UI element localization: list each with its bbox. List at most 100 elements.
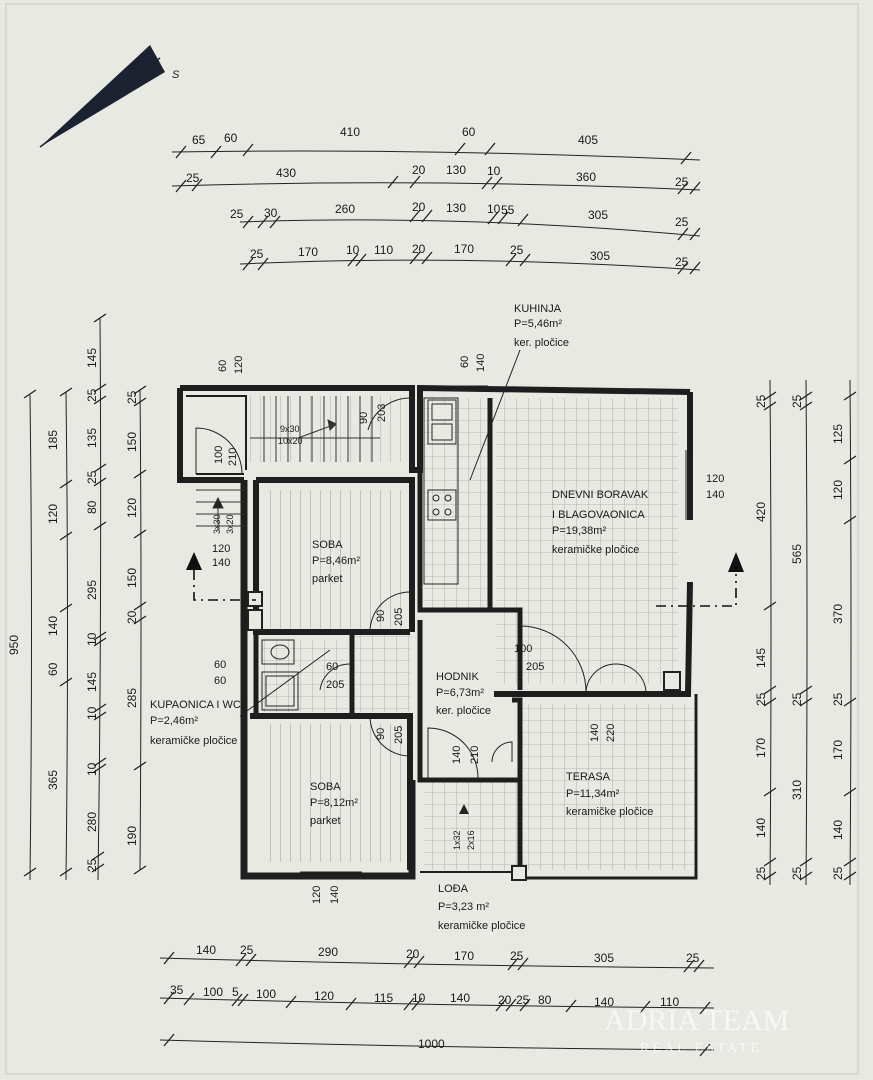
hodnik-name: HODNIK <box>436 671 479 683</box>
hodnik-door-w: 100 <box>514 643 532 655</box>
dim-top-1-5: 405 <box>578 133 598 147</box>
left-dimension-lines <box>29 317 142 881</box>
columns <box>247 591 681 881</box>
dim-top-1-1: 65 <box>192 133 206 147</box>
dim-bot-2-6: 115 <box>374 991 393 1005</box>
dim-right-c1-4: 25 <box>754 692 768 706</box>
terasa-name: TERASA <box>566 771 611 783</box>
dim-left-c3-1: 145 <box>85 348 99 368</box>
soba2-name: SOBA <box>310 781 341 793</box>
stair-door-w: 100 <box>213 446 225 464</box>
dim-bot-2-11: 80 <box>538 993 552 1007</box>
dim-top-2-3: 20 <box>412 163 426 177</box>
dim-bot-2-2: 100 <box>203 985 223 999</box>
dim-left-c4-6: 285 <box>125 688 139 708</box>
stair-side-2: 3x20 <box>225 514 235 534</box>
leader-lines <box>239 349 521 717</box>
dim-top-1-4: 60 <box>462 125 476 139</box>
dim-left-c4-2: 150 <box>125 432 139 452</box>
dnevni-floor: keramičke pločice <box>552 544 639 556</box>
hallway-floor-left <box>350 632 410 712</box>
dim-bot-2-1: 35 <box>170 983 184 997</box>
bottom-dimension-ticks <box>163 951 711 1057</box>
room1-floor <box>264 490 410 628</box>
dim-top-3-8: 305 <box>588 208 608 222</box>
hodnik-door2-w: 140 <box>451 746 463 764</box>
dim-bot-2-4: 100 <box>256 987 276 1001</box>
dim-right-c3-6: 140 <box>831 820 845 840</box>
dim-bot-1-2: 25 <box>240 943 254 957</box>
loda-floor: keramičke pločice <box>438 920 525 932</box>
left-dimension-values: 950 185 120 140 60 365 145 25 135 25 80 … <box>7 348 139 872</box>
dim-left-c3-6: 295 <box>85 580 99 600</box>
dim-top-1-3: 410 <box>340 125 360 139</box>
dim-top-4-2: 170 <box>298 245 318 259</box>
dim-bot-2-3: 5 <box>232 985 239 999</box>
dim-top-1-2: 60 <box>224 131 238 145</box>
dim-left-c2-1: 185 <box>46 430 60 450</box>
watermark-subtitle: REAL ESTATE <box>640 1041 762 1056</box>
hodnik-area: P=6,73m² <box>436 687 484 699</box>
stair-side-1: 3x30 <box>212 514 222 534</box>
dim-right-c1-2: 420 <box>754 502 768 522</box>
bath-door-w: 60 <box>326 661 338 673</box>
dim-left-c3-12: 25 <box>85 858 99 872</box>
dim-right-c1-3: 145 <box>754 648 768 668</box>
dnevni-area: P=19,38m² <box>552 525 606 537</box>
dim-right-c2-4: 310 <box>790 780 804 800</box>
bath-door-h: 205 <box>326 679 344 691</box>
loggia-arrow-icon <box>459 804 469 814</box>
compass-arrow-icon <box>39 45 165 148</box>
dim-top-4-4: 110 <box>374 243 393 257</box>
dim-right-c1-5: 170 <box>754 738 768 758</box>
dim-left-c3-2: 25 <box>85 388 99 402</box>
dim-left-c3-7: 10 <box>85 632 99 646</box>
dim-top-4-3: 10 <box>346 243 360 257</box>
dim-top-2-4: 130 <box>446 163 466 177</box>
hodnik-floor: ker. pločice <box>436 705 491 717</box>
kuhinja-name: KUHINJA <box>514 303 562 315</box>
dim-left-c3-4: 25 <box>85 470 99 484</box>
terasa-area: P=11,34m² <box>566 788 620 800</box>
section-cut-line <box>193 570 737 607</box>
loda-steps-2: 2x16 <box>466 830 476 850</box>
room2-floor <box>262 724 410 862</box>
loda-steps-1: 1x32 <box>452 830 462 850</box>
dim-bot-2-5: 120 <box>314 989 334 1003</box>
dim-bot-2-9: 20 <box>498 993 512 1007</box>
dim-top-3-7: 55 <box>501 203 515 217</box>
soba2-floor: parket <box>310 815 341 827</box>
dim-top-2-5: 10 <box>487 164 501 178</box>
dim-left-c3-8: 145 <box>85 672 99 692</box>
dim-top-3-9: 25 <box>675 215 689 229</box>
dim-top-2-7: 25 <box>675 175 689 189</box>
walls <box>177 384 698 880</box>
bathroom-fixtures <box>261 639 299 711</box>
dim-right-c3-3: 370 <box>831 604 845 624</box>
top-dimension-values: 65 60 410 60 405 25 430 20 130 10 360 25… <box>186 125 689 269</box>
dim-right-c2-2: 565 <box>790 544 804 564</box>
kupaonica-floor: keramičke pločice <box>150 735 237 747</box>
dim-left-c2-4: 60 <box>46 662 60 676</box>
dim-bot-2-10: 25 <box>516 993 530 1007</box>
top-dimension-lines <box>171 150 701 271</box>
dim-top-4-6: 170 <box>454 242 474 256</box>
dim-bot-1-6: 25 <box>510 949 524 963</box>
stair-steps-1: 9x30 <box>280 424 300 434</box>
dim-left-c4-1: 25 <box>125 390 139 404</box>
dim-top-4-1: 25 <box>250 247 264 261</box>
stair-top-h: 120 <box>233 356 245 374</box>
dim-bot-1-7: 305 <box>594 951 614 965</box>
dim-bot-1-5: 170 <box>454 949 474 963</box>
dim-right-c3-4: 25 <box>831 692 845 706</box>
right-dimension-ticks <box>763 391 857 881</box>
dim-right-c3-7: 25 <box>831 866 845 880</box>
living-win-h: 140 <box>706 489 724 501</box>
terrace-floor <box>520 704 696 870</box>
bath-win-w: 60 <box>214 659 226 671</box>
dim-top-3-2: 30 <box>264 206 278 220</box>
dim-left-c2-2: 120 <box>46 504 60 524</box>
soba1-area: P=8,46m² <box>312 555 360 567</box>
dim-left-c2-3: 140 <box>46 616 60 636</box>
right-dimension-values: 25 420 145 25 170 140 25 25 565 25 310 2… <box>754 394 845 880</box>
